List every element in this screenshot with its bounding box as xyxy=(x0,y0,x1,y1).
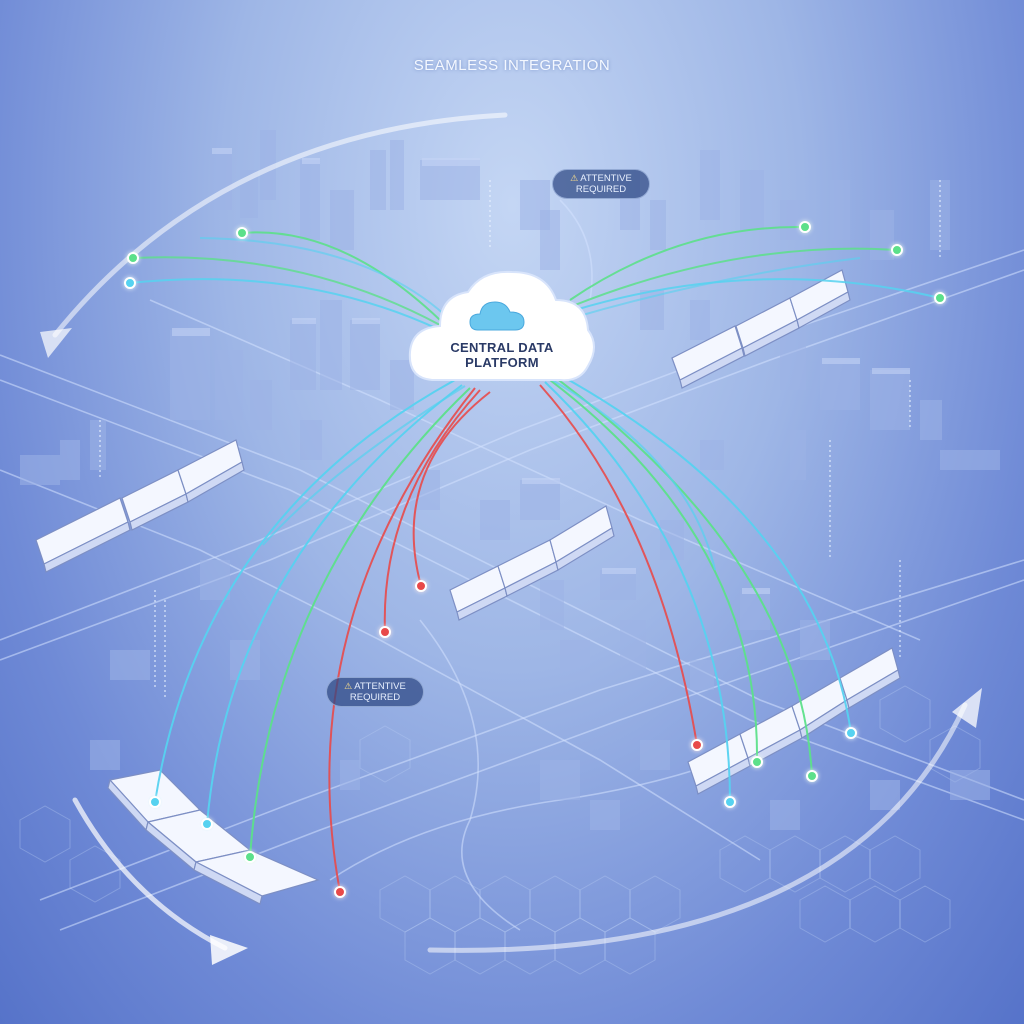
alert-line2: REQUIRED xyxy=(553,184,649,195)
alert-badge-middle: ⚠ATTENTIVE REQUIRED xyxy=(326,677,424,707)
node-green xyxy=(245,852,255,862)
central-platform-line2: PLATFORM xyxy=(412,355,592,370)
warning-icon: ⚠ xyxy=(570,173,578,184)
node-cyan xyxy=(150,797,160,807)
node-cyan xyxy=(725,797,735,807)
node-red xyxy=(380,627,390,637)
node-cyan xyxy=(202,819,212,829)
node-green xyxy=(752,757,762,767)
arrowhead-left xyxy=(40,328,72,358)
central-platform-label: CENTRAL DATA PLATFORM xyxy=(412,340,592,370)
central-platform-line1: CENTRAL DATA xyxy=(412,340,592,355)
node-green xyxy=(892,245,902,255)
alert-line1: ATTENTIVE xyxy=(354,681,406,692)
warning-icon: ⚠ xyxy=(344,681,352,692)
page-title: SEAMLESS INTEGRATION xyxy=(0,57,1024,74)
alert-line2: REQUIRED xyxy=(327,692,423,703)
node-cyan xyxy=(846,728,856,738)
flow-arrow-top-left xyxy=(55,115,505,335)
arrowhead-bottom xyxy=(210,935,248,965)
node-green xyxy=(128,253,138,263)
alert-badge-top: ⚠ATTENTIVE REQUIRED xyxy=(552,169,650,199)
alert-line1: ATTENTIVE xyxy=(580,173,632,184)
node-green xyxy=(237,228,247,238)
train-center xyxy=(450,506,614,620)
node-red xyxy=(692,740,702,750)
node-green xyxy=(935,293,945,303)
node-green xyxy=(807,771,817,781)
node-cyan xyxy=(125,278,135,288)
node-red xyxy=(335,887,345,897)
links-top-left xyxy=(130,232,445,330)
train-bottom-right xyxy=(688,648,900,794)
node-red xyxy=(416,581,426,591)
node-green xyxy=(800,222,810,232)
